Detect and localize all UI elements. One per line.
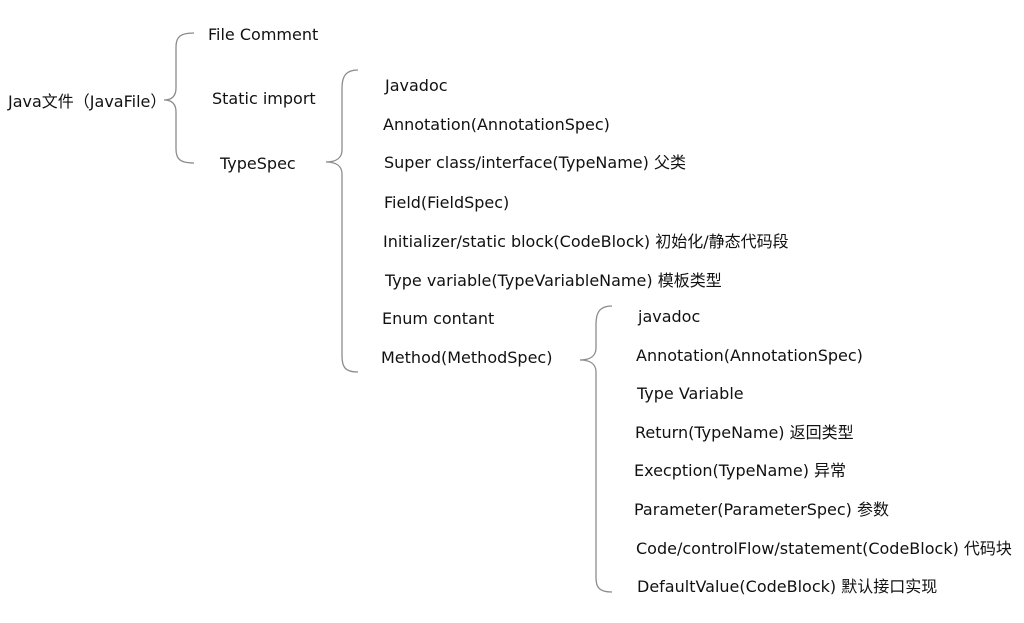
typespec-item-annotation: Annotation(AnnotationSpec) (383, 115, 610, 134)
method-item-annotation: Annotation(AnnotationSpec) (636, 346, 863, 365)
typespec-item-method: Method(MethodSpec) (381, 348, 553, 367)
method-item-parameter: Parameter(ParameterSpec) 参数 (634, 500, 890, 519)
root-node-label: Java文件（JavaFile） (8, 92, 167, 111)
method-item-return: Return(TypeName) 返回类型 (635, 423, 854, 442)
typespec-item-enum-constant: Enum contant (382, 309, 495, 328)
method-item-exception: Execption(TypeName) 异常 (634, 461, 847, 480)
node-file-comment: File Comment (208, 25, 319, 44)
brace-method (579, 305, 613, 593)
typespec-item-javadoc: Javadoc (385, 76, 448, 95)
method-item-default-value: DefaultValue(CodeBlock) 默认接口实现 (637, 577, 938, 596)
typespec-item-superclass: Super class/interface(TypeName) 父类 (384, 153, 686, 172)
brace-typespec (325, 69, 359, 373)
node-static-import: Static import (212, 89, 316, 108)
node-typespec: TypeSpec (220, 154, 296, 173)
brace-javafile (163, 32, 195, 164)
typespec-item-type-variable: Type variable(TypeVariableName) 模板类型 (385, 271, 722, 290)
method-item-type-variable: Type Variable (637, 384, 744, 403)
method-item-code: Code/controlFlow/statement(CodeBlock) 代码… (636, 539, 1012, 558)
typespec-item-field: Field(FieldSpec) (384, 193, 510, 212)
method-item-javadoc: javadoc (638, 307, 701, 326)
typespec-item-initializer: Initializer/static block(CodeBlock) 初始化/… (383, 232, 789, 251)
